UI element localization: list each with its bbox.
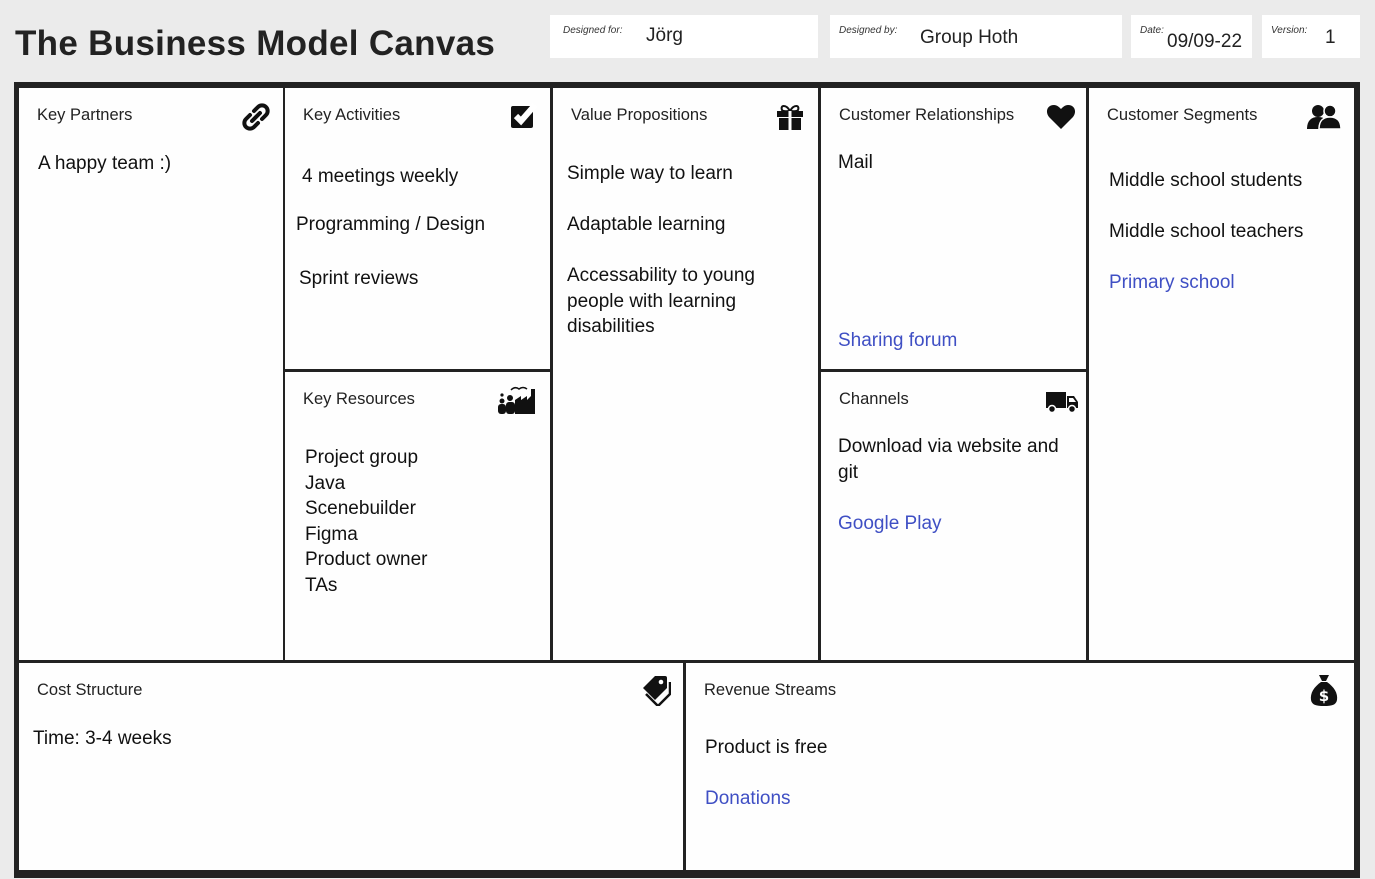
designed-by-label: Designed by: [839, 25, 898, 36]
list-item: Product owner [305, 549, 428, 570]
list-item: 4 meetings weekly [302, 166, 459, 187]
channels-block[interactable]: Channels Download via website and git Go… [821, 372, 1086, 660]
key-activities-title: Key Activities [303, 106, 401, 124]
key-partners-block[interactable]: Key Partners A happy team :) [19, 88, 283, 660]
designed-by-field[interactable]: Designed by: Group Hoth [830, 15, 1122, 58]
revenue-streams-block[interactable]: Revenue Streams $ Product is free Donati… [686, 663, 1354, 870]
customer-relationships-title: Customer Relationships [839, 106, 1015, 124]
list-item: Download via website and [838, 436, 1059, 457]
checkbox-icon [511, 103, 537, 128]
list-item: Project group [305, 447, 419, 468]
list-item: Product is free [705, 737, 828, 758]
revenue-streams-title: Revenue Streams [704, 681, 837, 699]
designed-for-field[interactable]: Designed for: Jörg [550, 15, 818, 58]
version-field[interactable]: Version: 1 [1262, 15, 1360, 58]
date-field[interactable]: Date: 09/09-22 [1131, 15, 1252, 58]
list-item: Donations [705, 788, 791, 809]
list-item: Google Play [838, 513, 942, 534]
list-item: Figma [305, 523, 358, 545]
page-title: The Business Model Canvas [15, 24, 496, 63]
list-item: Java [305, 472, 346, 494]
link-icon [242, 103, 270, 131]
list-item: TAs [305, 574, 338, 596]
list-item: Middle school students [1109, 170, 1303, 191]
price-tag-icon [643, 676, 671, 706]
people-icon [1307, 104, 1342, 130]
list-item: Sprint reviews [299, 268, 419, 289]
customer-segments-title: Customer Segments [1107, 106, 1258, 124]
version-label: Version: [1271, 25, 1308, 36]
key-activities-block[interactable]: Key Activities 4 meetings weekly Program… [285, 88, 550, 369]
designed-for-label: Designed for: [563, 25, 623, 36]
date-value: 09/09-22 [1167, 31, 1243, 52]
channels-title: Channels [839, 390, 909, 408]
list-item: Sharing forum [838, 330, 958, 351]
customer-segments-block[interactable]: Customer Segments Middle school students… [1089, 88, 1354, 660]
heart-icon [1046, 105, 1076, 129]
list-item: Programming / Design [296, 214, 486, 235]
gift-icon [777, 105, 803, 130]
list-item: A happy team :) [38, 153, 172, 174]
svg-text:$: $ [1319, 687, 1329, 705]
designed-for-value: Jörg [646, 25, 683, 46]
truck-icon [1046, 392, 1078, 414]
list-item: disabilities [567, 316, 655, 337]
key-partners-title: Key Partners [37, 106, 133, 124]
value-propositions-title: Value Propositions [571, 106, 708, 124]
cost-structure-block[interactable]: Cost Structure Time: 3-4 weeks [19, 663, 683, 870]
list-item: git [838, 461, 859, 483]
list-item: people with learning [567, 290, 737, 312]
value-propositions-block[interactable]: Value Propositions Simple way to learn A… [553, 88, 818, 660]
version-value: 1 [1325, 27, 1336, 48]
list-item: Scenebuilder [305, 498, 416, 519]
money-bag-icon: $ [1310, 675, 1338, 706]
list-item: Accessability to young [567, 265, 755, 286]
cost-structure-title: Cost Structure [37, 681, 143, 699]
date-label: Date: [1140, 25, 1164, 36]
key-resources-title: Key Resources [303, 390, 415, 408]
list-item: Middle school teachers [1109, 221, 1304, 242]
list-item: Simple way to learn [567, 163, 733, 184]
customer-relationships-block[interactable]: Customer Relationships Mail Sharing foru… [821, 88, 1086, 369]
list-item: Adaptable learning [567, 214, 726, 235]
list-item: Primary school [1109, 272, 1235, 293]
key-resources-block[interactable]: Key Resources Project group Java Scenebu… [285, 372, 550, 660]
designed-by-value: Group Hoth [920, 27, 1019, 48]
business-model-canvas: Key Partners A happy team :) Key Activit… [14, 82, 1360, 878]
list-item: Time: 3-4 weeks [33, 728, 172, 749]
list-item: Mail [838, 152, 873, 173]
factory-icon [498, 386, 535, 414]
